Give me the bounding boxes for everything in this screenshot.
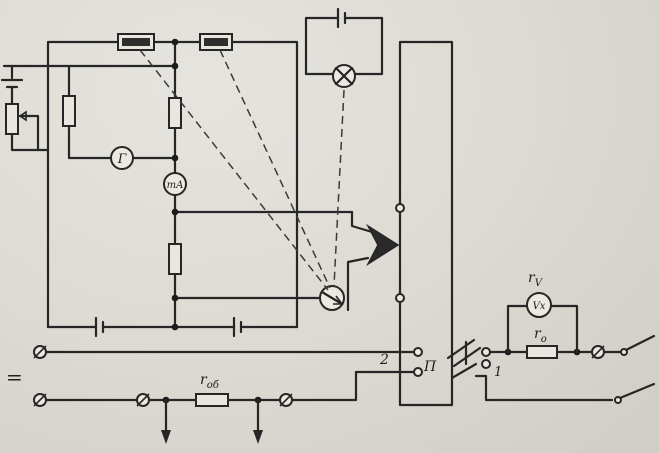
r-ob-label: rоб — [200, 372, 220, 391]
ground-arrow-right — [253, 430, 263, 444]
bridge-resistor-upper — [168, 97, 182, 129]
light-beam-left — [139, 49, 329, 291]
resistor-r-o — [526, 345, 558, 359]
terminal-strip — [395, 40, 454, 407]
light-beam-lamp — [333, 89, 345, 287]
position-1-label: 1 — [494, 365, 502, 380]
switch-pole-label: П — [423, 359, 437, 375]
ground-symbol: = — [6, 365, 23, 389]
galvanometer-label: Г — [117, 152, 127, 167]
slide-rheostat-right — [199, 33, 233, 51]
milliammeter-symbol — [163, 172, 187, 196]
galvanometer-symbol — [110, 146, 134, 170]
thermocouple-junction — [366, 223, 400, 267]
output-knife-switch-upper — [624, 334, 656, 352]
slide-rheostat-left — [117, 33, 155, 51]
bridge-resistor-lower — [168, 243, 182, 275]
r-v-label: rV — [528, 270, 544, 289]
source-rheostat — [5, 103, 19, 135]
lamp-circuit — [304, 7, 384, 88]
r-o-label: ro — [534, 326, 547, 345]
light-beam-right — [219, 49, 331, 289]
output-knife-switch-lower — [618, 382, 656, 400]
voltmeter-label: Vx — [533, 301, 546, 312]
position-2-label: 2 — [379, 352, 389, 368]
shunt-resistor — [62, 95, 76, 127]
switch-p — [446, 338, 491, 380]
milliammeter-label: mA — [167, 180, 184, 191]
ground-arrow-left — [161, 430, 171, 444]
voltmeter-symbol — [526, 292, 552, 318]
resistor-r-ob — [195, 393, 229, 407]
